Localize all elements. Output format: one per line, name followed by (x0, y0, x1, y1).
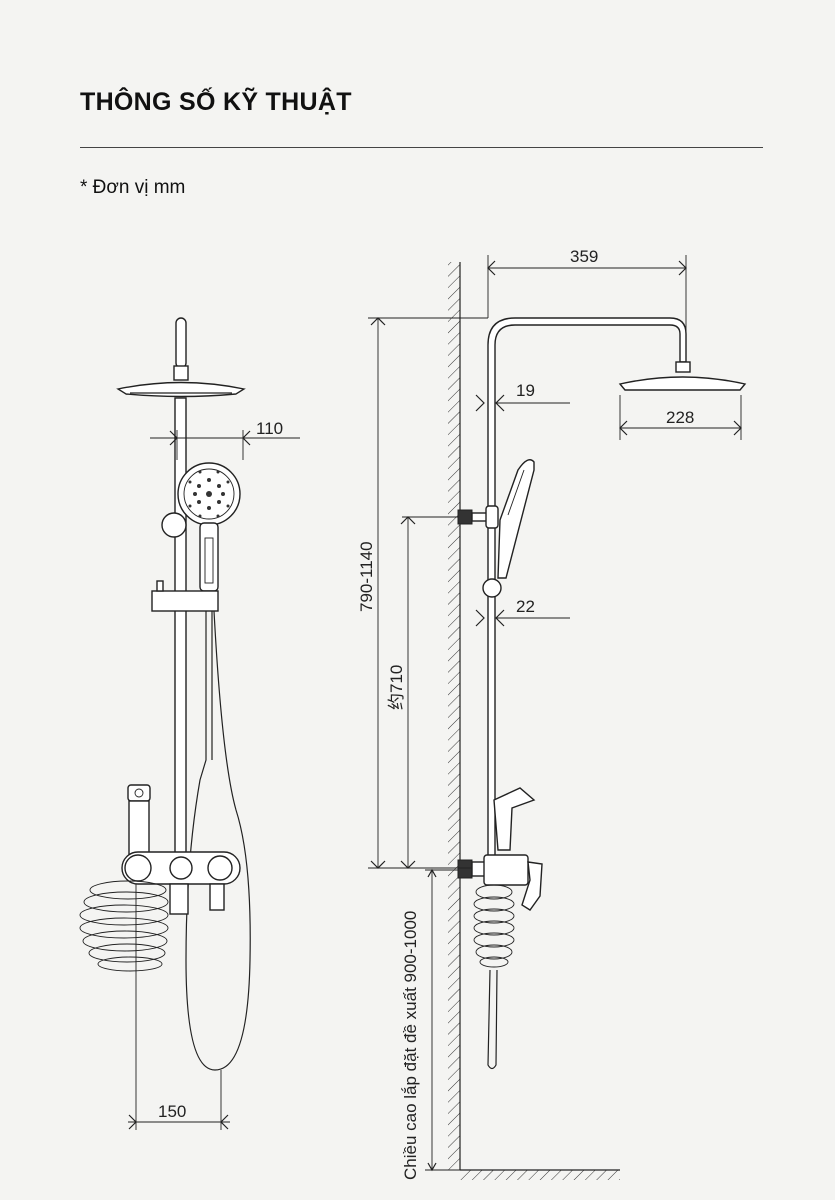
bidet-sprayer-handle (128, 800, 150, 857)
side-mixer-lever (521, 861, 543, 911)
unit-note: * Đơn vị mm (80, 177, 186, 198)
wall-hatch (448, 262, 460, 1170)
dim-label-228: 228 (666, 408, 694, 427)
slide-holder (151, 590, 219, 612)
side-riser-and-arm (487, 317, 687, 869)
dimension-150 (128, 884, 230, 1130)
mixer-outlet (169, 883, 189, 915)
side-view: 359 228 19 22 (357, 247, 747, 1180)
bidet-sprayer-head (127, 784, 151, 802)
mixer-handle-knob (207, 855, 233, 881)
diverter-knob (161, 512, 187, 538)
side-rain-head (618, 376, 747, 391)
side-handshower (497, 459, 535, 579)
dim-label-790-1140: 790-1140 (357, 541, 376, 612)
top-inlet-pipe (175, 317, 187, 369)
dim-label-22: 22 (516, 597, 535, 616)
dim-label-710: 约710 (387, 665, 406, 710)
shower-hose (185, 610, 251, 1071)
dimension-228 (619, 395, 742, 440)
rain-shower-head (116, 381, 246, 398)
wall-bracket-upper (457, 509, 473, 525)
main-valve-knob (169, 856, 193, 880)
dimension-22 (475, 609, 570, 627)
side-mixer-valve (483, 854, 529, 886)
dim-label-19: 19 (516, 381, 535, 400)
dimension-19 (475, 394, 570, 412)
dim-label-110: 110 (256, 419, 283, 438)
upper-clamp (485, 505, 499, 529)
dimension-install-height (425, 868, 460, 1172)
dimension-110 (150, 430, 300, 460)
dimension-790-1140 (368, 317, 488, 869)
install-height-label: Chiều cao lắp đặt đề xuất 900-1000 (401, 911, 420, 1180)
bidet-valve-knob (124, 854, 152, 882)
main-riser-pipe (174, 397, 187, 869)
head-connector (173, 365, 189, 381)
handshower-nozzles (188, 470, 230, 518)
handshower-handle (199, 522, 219, 592)
dim-label-359: 359 (570, 247, 598, 266)
dimension-359 (487, 255, 687, 362)
side-bidet-sprayer (493, 787, 536, 851)
title-divider (80, 147, 763, 148)
front-view: 110 150 (79, 317, 300, 1130)
hose-outlet (209, 883, 225, 911)
coiled-bidet-hose (79, 880, 169, 972)
dim-label-150: 150 (158, 1102, 186, 1121)
side-hose-drop (487, 969, 498, 1070)
floor-hatch (460, 1170, 620, 1180)
side-coiled-hose (473, 884, 515, 968)
page-title: THÔNG SỐ KỸ THUẬT (80, 88, 352, 116)
dimension-710 (400, 516, 458, 869)
side-head-connector (675, 361, 691, 373)
side-slide-holder (482, 578, 502, 598)
wall-bracket-lower (457, 859, 473, 879)
